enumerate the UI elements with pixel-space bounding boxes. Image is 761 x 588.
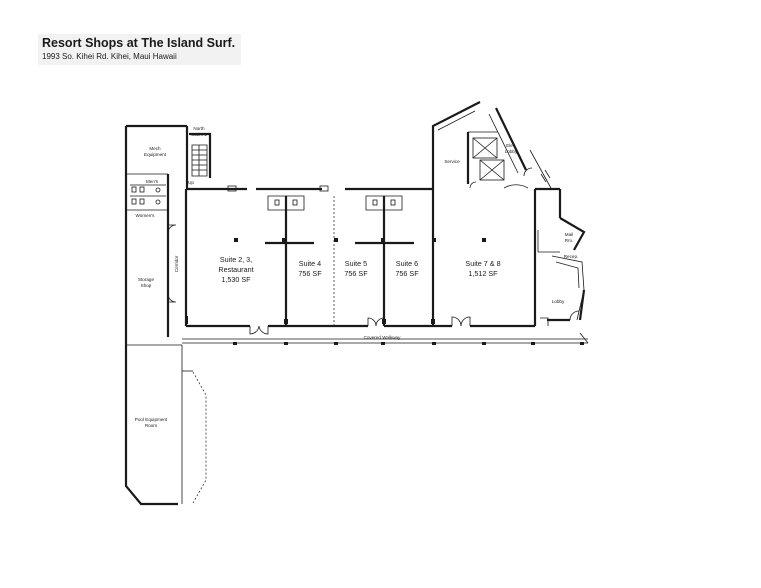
storage-label-1: Storage: [138, 277, 155, 282]
suite-labels: Suite 2, 3, Restaurant 1,530 SF Suite 4 …: [218, 255, 500, 284]
property-address: 1993 So. Kihei Rd. Kihei, Maui Hawaii: [42, 52, 177, 61]
suite-4-label: Suite 4: [299, 259, 321, 268]
mech-label-1: Mech: [149, 146, 161, 151]
corridor-label: Corridor: [174, 255, 179, 272]
north-stairs-label-1: North: [193, 126, 205, 131]
suite-4-area: 756 SF: [298, 269, 322, 278]
columns: [185, 238, 486, 324]
suite-78-label: Suite 7 & 8: [465, 259, 500, 268]
suite-5-label: Suite 5: [345, 259, 367, 268]
suite-23-label-1: Suite 2, 3,: [220, 255, 252, 264]
mail-room-label-2: Rm.: [565, 238, 573, 243]
retail-block-walls: [184, 185, 537, 328]
mens-label: Men's: [146, 179, 159, 184]
doors: [167, 224, 471, 335]
suite-23-area: 1,530 SF: [221, 275, 251, 284]
property-title: Resort Shops at The Island Surf.: [42, 36, 236, 50]
suite-6-area: 756 SF: [395, 269, 419, 278]
east-wing-walls: [431, 101, 586, 326]
reception-label: Recep.: [564, 254, 579, 259]
covered-walkway: [182, 332, 589, 345]
mech-label-2: Equipment: [144, 152, 167, 157]
suite-6-label: Suite 6: [396, 259, 418, 268]
elev-lobby-label-2: Lobby: [505, 149, 518, 154]
womens-label: Women's: [136, 213, 156, 218]
pool-label-2: Room: [145, 423, 157, 428]
elev-lobby-label-1: Elev.: [506, 143, 516, 148]
west-wing-walls: [124, 124, 207, 506]
restrooms: [130, 184, 166, 205]
stairs-up-label: Up: [188, 180, 194, 185]
mail-room-label-1: Mail: [565, 232, 573, 237]
pool-label-1: Pool Equipment: [135, 417, 168, 422]
storage-label-2: Shop: [141, 283, 152, 288]
suite-restroom-pods: [267, 195, 403, 211]
room-labels: North Stairs 1 Mech Equipment Up Men's W…: [135, 126, 579, 428]
suite-5-area: 756 SF: [344, 269, 368, 278]
north-stairs: [189, 132, 212, 178]
service-label: Service: [444, 159, 460, 164]
suite-23-label-2: Restaurant: [218, 265, 253, 274]
north-stairs-label-2: Stairs 1: [191, 132, 207, 137]
suite-78-area: 1,512 SF: [468, 269, 498, 278]
covered-walkway-label: Covered Walkway: [364, 335, 402, 340]
lobby-label: Lobby: [552, 299, 565, 304]
title-block: Resort Shops at The Island Surf. 1993 So…: [38, 34, 242, 65]
